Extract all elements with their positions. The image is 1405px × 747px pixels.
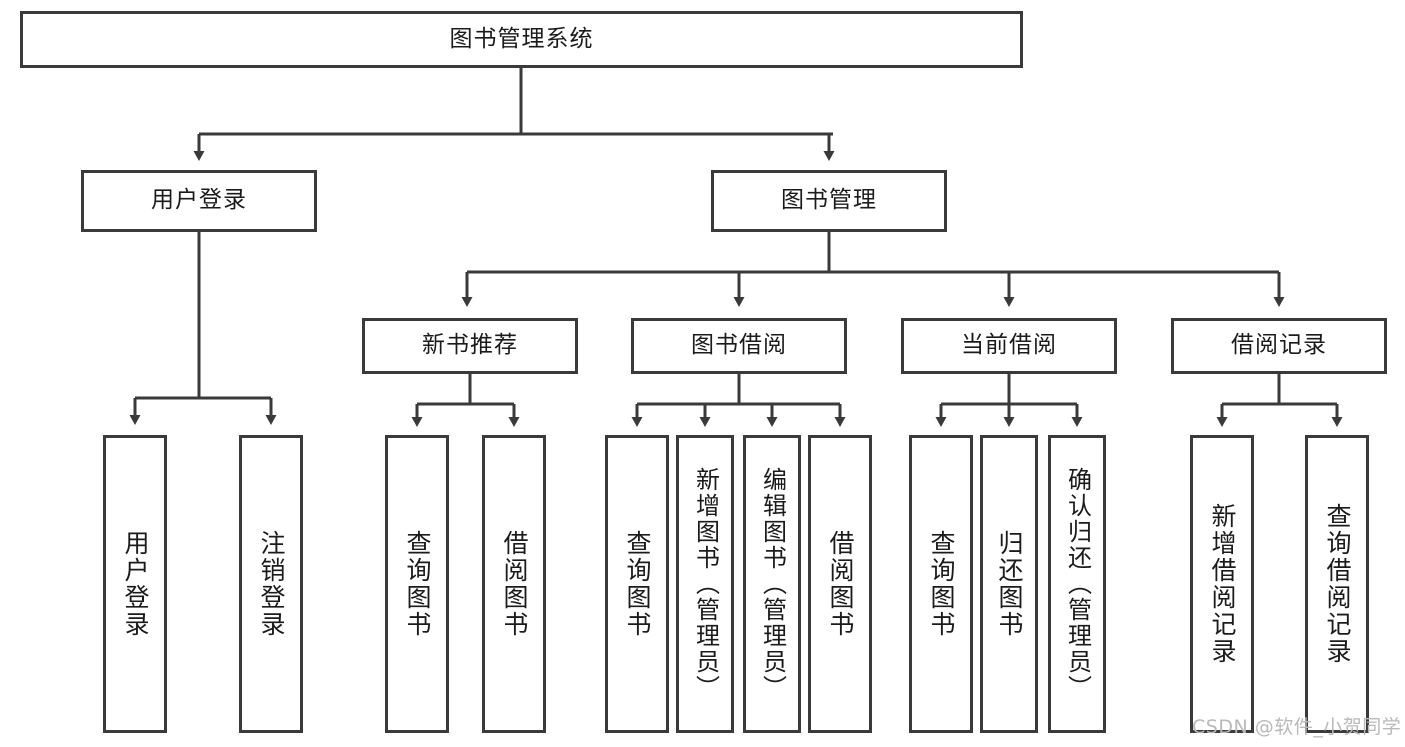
node-current-borrowing[interactable]: 当前借阅 <box>901 318 1117 374</box>
leaf-borrow-books-recommend[interactable]: 借阅图书 <box>482 435 546 733</box>
node-label: 新书推荐 <box>422 332 518 359</box>
node-root-book-management-system[interactable]: 图书管理系统 <box>20 11 1023 68</box>
node-label: 当前借阅 <box>961 332 1057 359</box>
leaf-return-books[interactable]: 归还图书 <box>980 435 1038 733</box>
node-label: 编辑图书（管理员） <box>758 467 787 701</box>
node-borrowing-record[interactable]: 借阅记录 <box>1171 318 1387 374</box>
leaf-logout[interactable]: 注销登录 <box>239 435 303 733</box>
node-label: 查询图书 <box>927 530 956 638</box>
leaf-query-borrow-record[interactable]: 查询借阅记录 <box>1305 435 1369 733</box>
node-book-management[interactable]: 图书管理 <box>711 170 947 232</box>
node-label: 查询借阅记录 <box>1323 503 1352 665</box>
node-label: 借阅图书 <box>826 530 855 638</box>
node-label: 新增图书（管理员） <box>691 467 720 701</box>
node-user-login[interactable]: 用户登录 <box>81 170 317 232</box>
node-label: 借阅记录 <box>1231 332 1327 359</box>
leaf-add-book-admin[interactable]: 新增图书（管理员） <box>676 435 734 733</box>
node-label: 归还图书 <box>995 530 1024 638</box>
node-new-book-recommendation[interactable]: 新书推荐 <box>362 318 578 374</box>
leaf-add-borrow-record[interactable]: 新增借阅记录 <box>1190 435 1254 733</box>
leaf-query-books-recommend[interactable]: 查询图书 <box>385 435 449 733</box>
leaf-edit-book-admin[interactable]: 编辑图书（管理员） <box>743 435 801 733</box>
node-label: 确认归还（管理员） <box>1063 467 1092 701</box>
node-label: 借阅图书 <box>500 530 529 638</box>
csdn-watermark: CSDN @软件_小贺同学 <box>1192 716 1402 738</box>
node-label: 新增借阅记录 <box>1208 503 1237 665</box>
node-label: 图书管理系统 <box>449 25 594 52</box>
node-label: 注销登录 <box>257 530 286 638</box>
node-label: 用户登录 <box>121 530 150 638</box>
node-book-borrowing[interactable]: 图书借阅 <box>631 318 847 374</box>
node-label: 图书借阅 <box>691 332 787 359</box>
leaf-query-books-current[interactable]: 查询图书 <box>909 435 973 733</box>
leaf-borrow-books[interactable]: 借阅图书 <box>808 435 872 733</box>
node-label: 查询图书 <box>403 530 432 638</box>
node-label: 图书管理 <box>781 187 877 214</box>
node-label: 用户登录 <box>151 187 247 214</box>
leaf-query-books-borrow[interactable]: 查询图书 <box>605 435 669 733</box>
leaf-user-login[interactable]: 用户登录 <box>103 435 167 733</box>
node-label: 查询图书 <box>623 530 652 638</box>
leaf-confirm-return-admin[interactable]: 确认归还（管理员） <box>1048 435 1106 733</box>
